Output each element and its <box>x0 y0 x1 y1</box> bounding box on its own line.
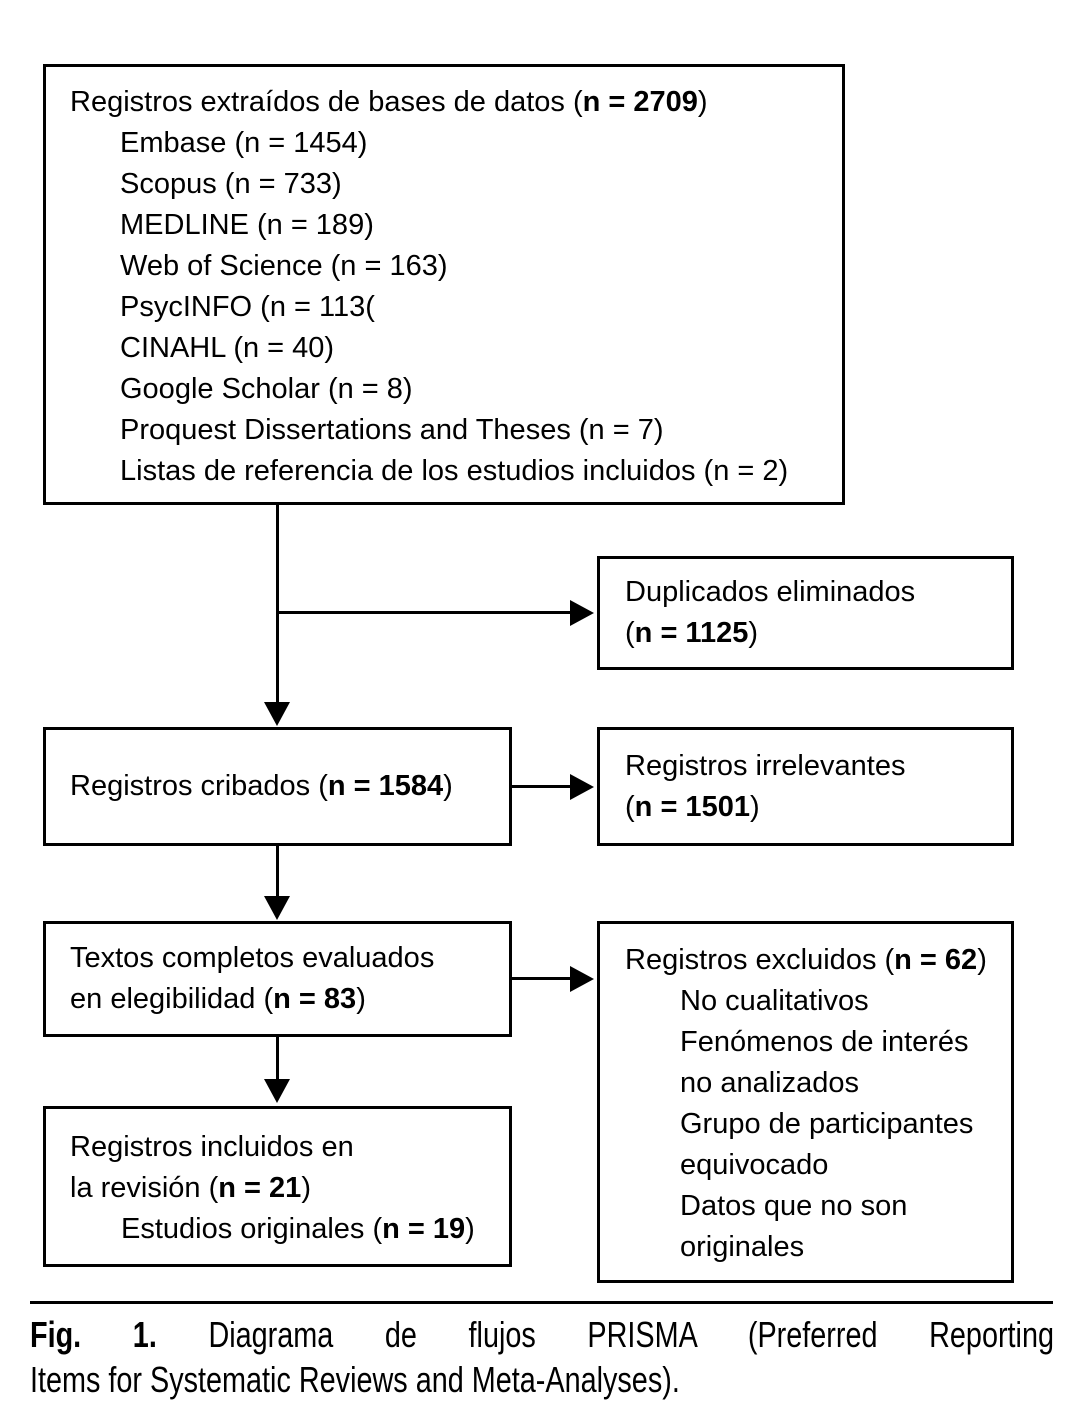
database-source-item: Scopus (n = 733) <box>120 168 342 200</box>
caption-label: Fig. 1. <box>30 1314 157 1355</box>
caption-divider-rule <box>30 1301 1053 1304</box>
records-irrelevant-box: Registros irrelevantes (n = 1501) <box>597 727 1014 846</box>
caption-line2: Items for Systematic Reviews and Meta-An… <box>30 1359 680 1400</box>
count-pre: ( <box>625 790 635 823</box>
exclusion-reason-item: Grupo de participantes equivocado <box>680 1108 974 1181</box>
identification-title-pre: Registros extraídos de bases de datos ( <box>70 86 583 118</box>
duplicates-removed-box: Duplicados eliminados (n = 1125) <box>597 556 1014 670</box>
screened-post: ) <box>443 770 453 802</box>
identification-title-n: n = 2709 <box>582 86 698 118</box>
caption-line1: Fig. 1. Diagrama de flujos PRISMA (Prefe… <box>30 1312 1054 1357</box>
fulltext-line1: Textos completos evaluados <box>70 942 435 974</box>
count-pre: ( <box>625 617 635 649</box>
exclusion-reason-item: Fenómenos de interés no analizados <box>680 1026 969 1099</box>
originals-n: n = 19 <box>382 1213 466 1245</box>
count-n: n = 1501 <box>634 790 750 823</box>
arrowhead-down-icon <box>264 702 290 726</box>
duplicates-removed-line1: Duplicados eliminados <box>625 576 916 608</box>
records-screened-title: Registros cribados (n = 1584) <box>70 766 453 807</box>
connector-identification-to-screened <box>276 505 279 703</box>
records-included-line1: Registros incluidos en <box>70 1131 354 1163</box>
fulltext-pre: en elegibilidad ( <box>70 983 274 1015</box>
records-irrelevant-line1: Registros irrelevantes <box>625 749 906 782</box>
database-source-item: MEDLINE (n = 189) <box>120 209 374 241</box>
records-included-line2: la revisión (n = 21) <box>70 1168 509 1209</box>
count-post: ) <box>749 790 760 823</box>
connector-screened-to-irrelevant <box>511 785 571 788</box>
originals-pre: Estudios originales ( <box>121 1213 383 1245</box>
identification-title-post: ) <box>697 86 708 118</box>
database-source-item: Listas de referencia de los estudios inc… <box>120 455 789 487</box>
records-included-box: Registros incluidos en la revisión (n = … <box>43 1106 512 1267</box>
records-screened-box: Registros cribados (n = 1584) <box>43 727 512 846</box>
included-n: n = 21 <box>218 1172 302 1204</box>
database-source-item: Google Scholar (n = 8) <box>120 373 413 405</box>
connector-branch-to-duplicates <box>276 611 571 614</box>
included-post: ) <box>301 1172 311 1204</box>
screened-pre: Registros cribados ( <box>70 770 328 802</box>
arrowhead-right-icon <box>570 966 594 992</box>
identification-title: Registros extraídos de bases de datos (n… <box>70 82 834 123</box>
screened-n: n = 1584 <box>327 770 444 802</box>
database-source-item: PsycINFO (n = 113( <box>120 291 375 323</box>
count-n: n = 1125 <box>634 617 749 649</box>
arrowhead-down-icon <box>264 1079 290 1103</box>
fulltext-post: ) <box>356 983 366 1015</box>
excluded-n: n = 62 <box>894 944 978 976</box>
connector-screened-to-fulltext <box>276 846 279 897</box>
arrowhead-down-icon <box>264 896 290 920</box>
original-studies-line: Estudios originales (n = 19) <box>70 1209 509 1250</box>
originals-post: ) <box>465 1213 475 1245</box>
figure-caption: Fig. 1. Diagrama de flujos PRISMA (Prefe… <box>30 1312 1054 1402</box>
caption-line1-text: Diagrama de flujos PRISMA (Preferred Rep… <box>156 1314 1054 1355</box>
records-irrelevant-count: (n = 1501) <box>625 787 1011 828</box>
duplicates-removed-count: (n = 1125) <box>625 613 1011 654</box>
fulltext-n: n = 83 <box>273 983 357 1015</box>
fulltext-line2: en elegibilidad (n = 83) <box>70 979 509 1020</box>
database-source-item: Embase (n = 1454) <box>120 127 368 159</box>
arrowhead-right-icon <box>570 600 594 626</box>
arrowhead-right-icon <box>570 774 594 800</box>
database-source-item: Web of Science (n = 163) <box>120 250 448 282</box>
included-pre: la revisión ( <box>70 1172 219 1204</box>
exclusion-reason-item: Datos que no son originales <box>680 1190 908 1263</box>
database-source-item: CINAHL (n = 40) <box>120 332 335 364</box>
count-post: ) <box>748 617 759 649</box>
fulltext-assessed-box: Textos completos evaluados en elegibilid… <box>43 921 512 1037</box>
excluded-pre: Registros excluidos ( <box>625 944 895 976</box>
connector-fulltext-to-included <box>276 1037 279 1080</box>
connector-fulltext-to-excluded <box>511 977 571 980</box>
records-excluded-title: Registros excluidos (n = 62) <box>625 940 987 981</box>
identification-box: Registros extraídos de bases de datos (n… <box>43 64 845 505</box>
excluded-post: ) <box>977 944 987 976</box>
records-excluded-box: Registros excluidos (n = 62) No cualitat… <box>597 921 1014 1283</box>
database-source-item: Proquest Dissertations and Theses (n = 7… <box>120 414 664 446</box>
exclusion-reason-item: No cualitativos <box>680 985 869 1017</box>
